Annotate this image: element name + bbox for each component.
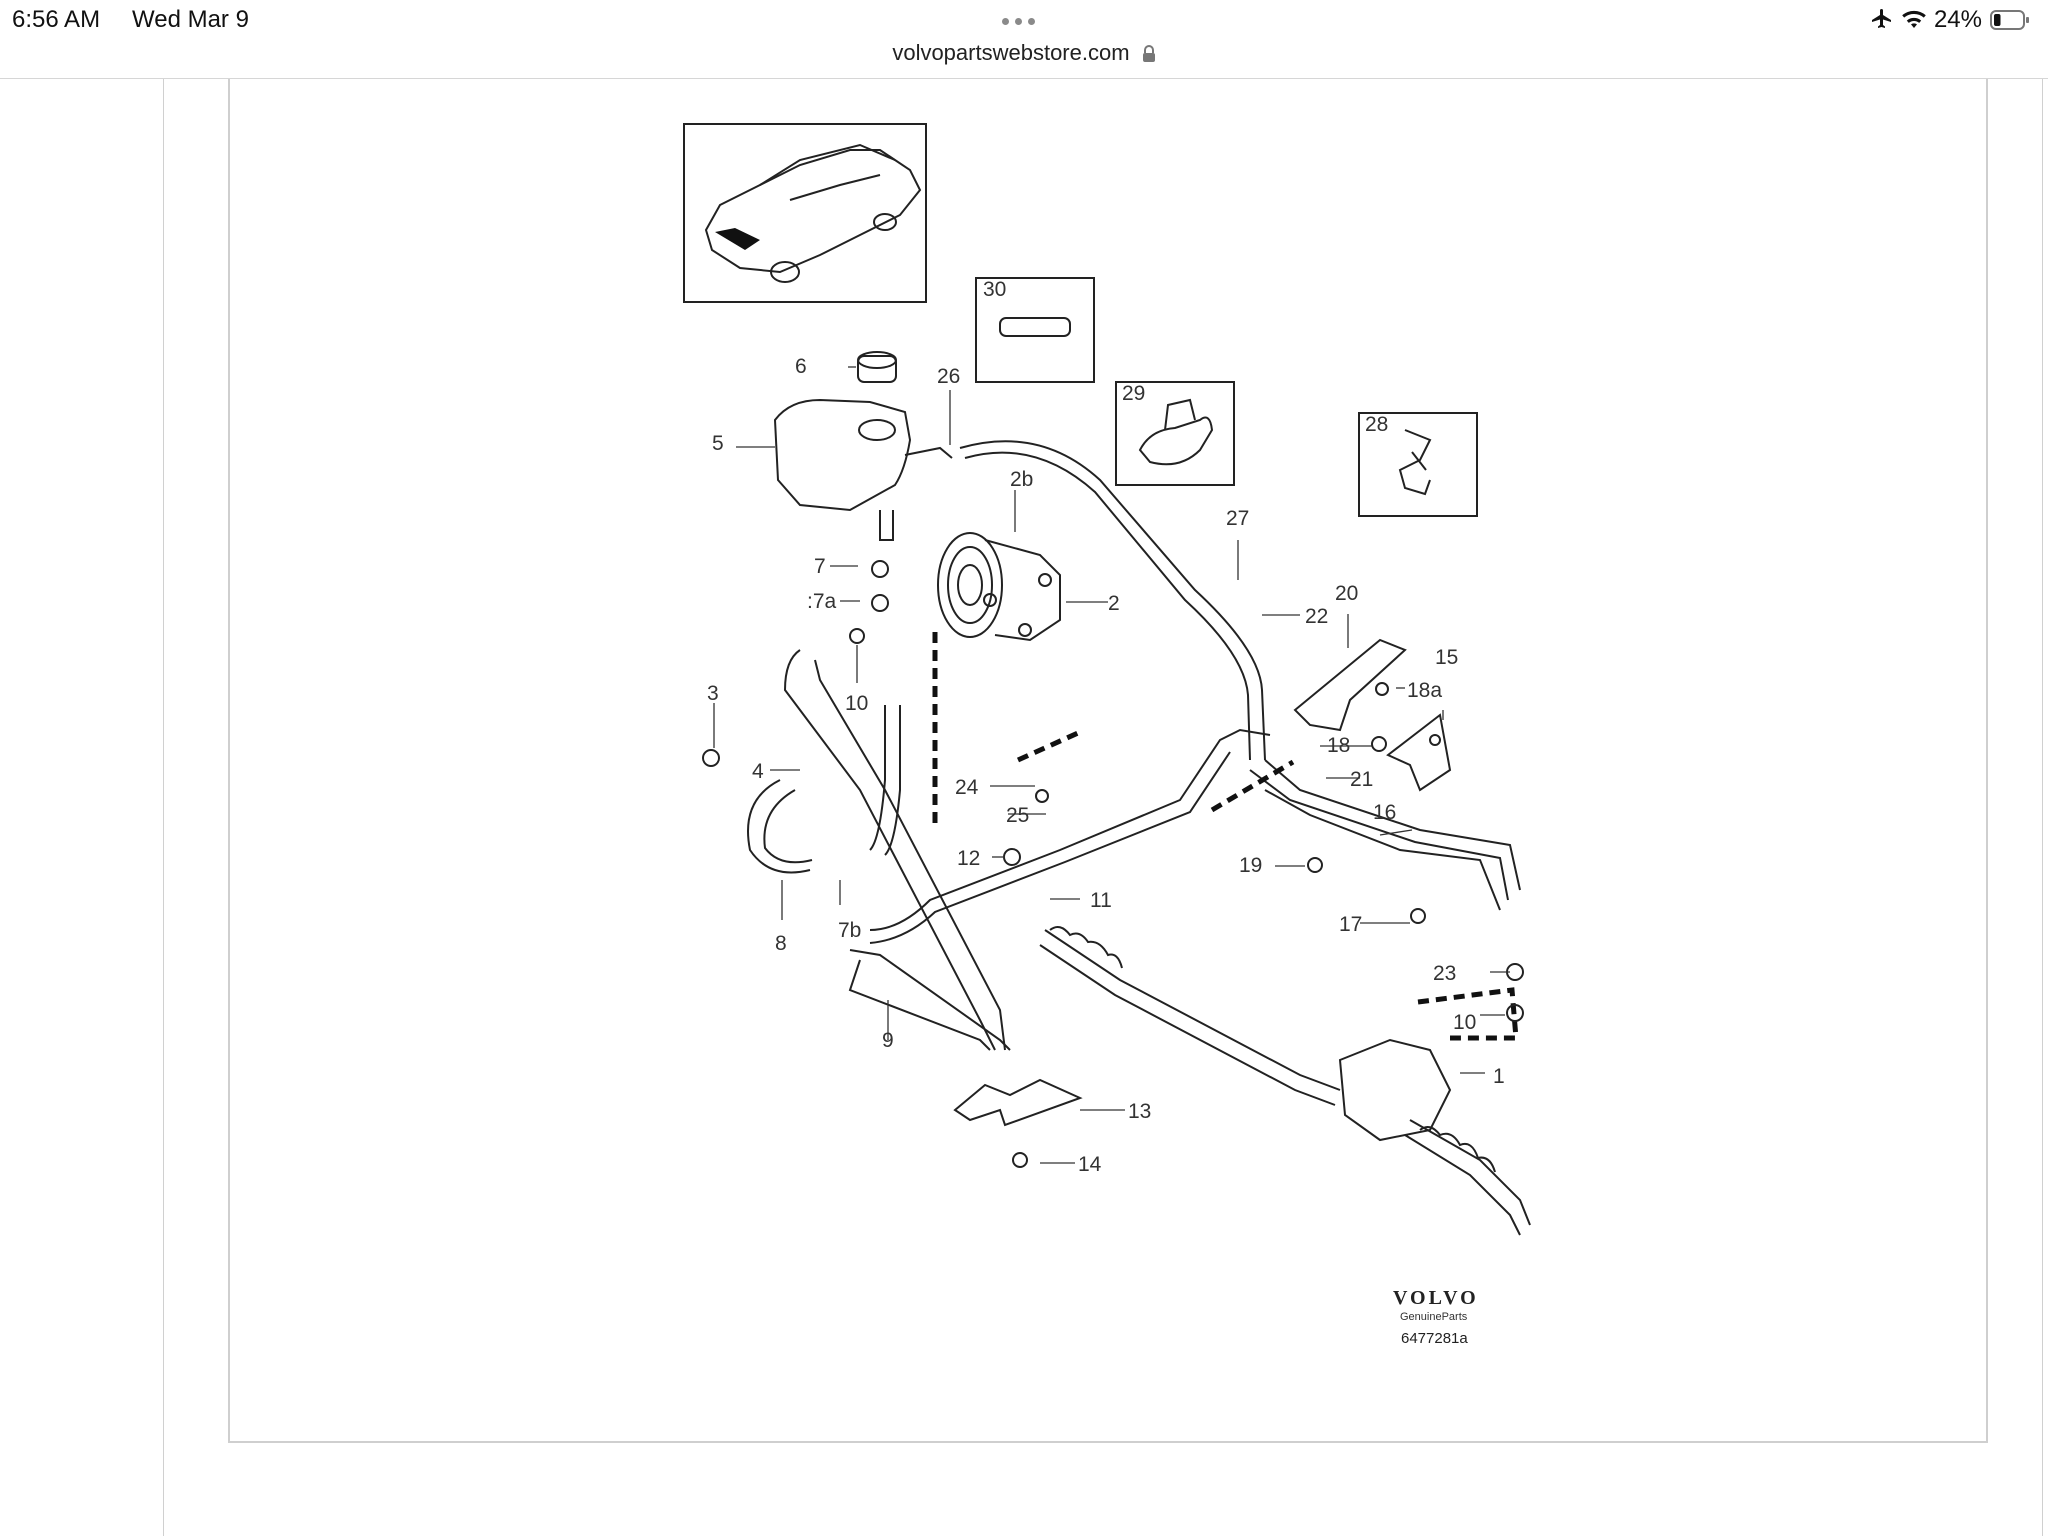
callout-16: 16 [1373, 801, 1396, 824]
status-indicators: 24% [1870, 6, 2030, 34]
bracket-13 [953, 1078, 1083, 1127]
callout-9: 9 [882, 1029, 894, 1052]
callout-7a: :7a [807, 590, 837, 613]
parts-diagram-frame [228, 79, 1988, 1443]
callout-30: 30 [983, 278, 1006, 301]
callout-18a: 18a [1407, 679, 1442, 702]
callout-13: 13 [1128, 1100, 1151, 1123]
callout-14: 14 [1078, 1153, 1102, 1176]
callout-4: 4 [752, 760, 764, 783]
callout-21: 21 [1350, 768, 1373, 791]
callout-19: 19 [1239, 854, 1262, 877]
callout-numbers: 1 2 2b 3 4 5 6 7 :7a 7b 8 9 10 10 11 12 … [707, 278, 1505, 1176]
callout-3: 3 [707, 682, 719, 705]
callout-7b: 7b [838, 919, 861, 942]
reservoir [773, 351, 953, 541]
leader-lines [713, 366, 1510, 1164]
callout-10a: 10 [845, 692, 868, 715]
wifi-icon [1902, 10, 1926, 28]
steering-rack [1039, 925, 1531, 1236]
power-steering-pump [937, 532, 1061, 642]
toolbar-divider [0, 78, 2048, 79]
multitasking-dots[interactable] [1002, 18, 1035, 25]
callout-1: 1 [1493, 1065, 1505, 1088]
drawing-code: 6477281a [1401, 1330, 1468, 1347]
callout-23: 23 [1433, 962, 1456, 985]
page-frame [163, 79, 2043, 1536]
genuine-parts-label: GenuineParts [1400, 1311, 1468, 1323]
callout-10b: 10 [1453, 1011, 1476, 1034]
dashed-line-10 [1417, 987, 1519, 1041]
status-bar: 6:56 AM Wed Mar 9 24% [0, 0, 2048, 40]
battery-icon [1990, 10, 2029, 30]
lock-icon [1142, 45, 1155, 63]
bracket-20 [1293, 638, 1407, 732]
callout-17: 17 [1339, 913, 1362, 936]
dashed-line-24 [1016, 730, 1080, 763]
callout-20: 20 [1335, 582, 1358, 605]
callout-26: 26 [937, 365, 960, 388]
callout-5: 5 [712, 432, 724, 455]
callout-29: 29 [1122, 382, 1145, 405]
inset-30 [975, 277, 1095, 383]
callout-25: 25 [1006, 804, 1029, 827]
inset-29 [1115, 381, 1235, 486]
callout-2: 2 [1108, 592, 1120, 615]
status-time: 6:56 AM [12, 6, 101, 33]
callout-8: 8 [775, 932, 787, 955]
address-bar[interactable]: volvopartswebstore.com [0, 40, 2048, 66]
callout-12: 12 [957, 847, 980, 870]
callout-11: 11 [1090, 889, 1112, 912]
inset-28 [1358, 412, 1478, 517]
fasteners [702, 560, 1524, 1168]
hoses [747, 440, 1521, 1051]
volvo-logo: VOLVO [1393, 1287, 1479, 1309]
callout-15: 15 [1435, 646, 1458, 669]
battery-percent: 24% [1933, 6, 1982, 33]
vehicle-thumbnail [683, 123, 927, 303]
callout-27: 27 [1226, 507, 1249, 530]
status-date: Wed Mar 9 [132, 6, 249, 33]
callout-18: 18 [1327, 734, 1350, 757]
airplane-icon [1871, 9, 1891, 28]
callout-24: 24 [955, 776, 979, 799]
callout-22: 22 [1305, 605, 1328, 628]
callout-28: 28 [1365, 413, 1388, 436]
dashed-line-21 [1210, 759, 1295, 813]
callout-2b: 2b [1010, 468, 1033, 491]
url-text[interactable]: volvopartswebstore.com [892, 40, 1130, 65]
callout-7: 7 [814, 555, 826, 578]
bracket-15 [1386, 713, 1452, 792]
callout-6: 6 [795, 355, 807, 378]
